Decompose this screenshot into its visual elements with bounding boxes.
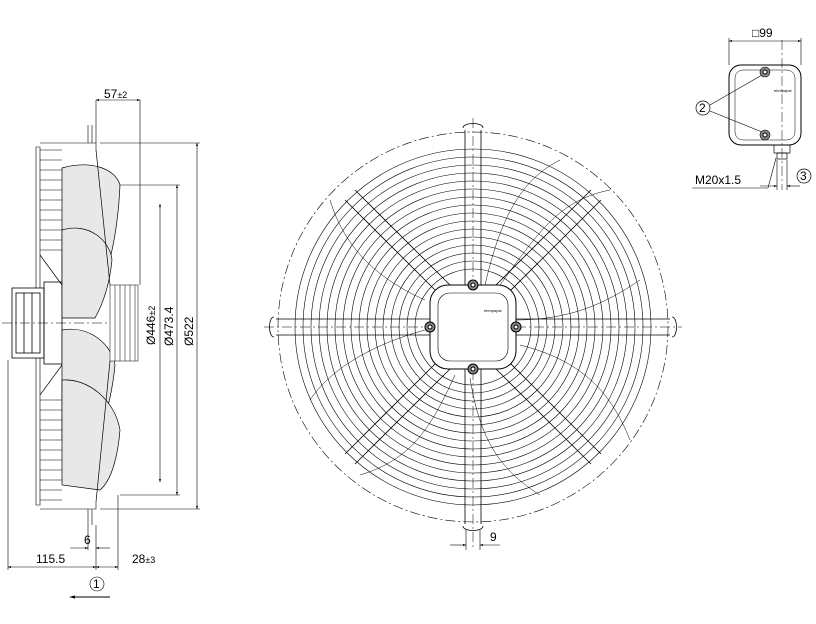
box-brand-label: ebmpapst [774, 88, 792, 93]
dim-522-label: Ø522 [182, 316, 196, 346]
callout-2-label: 2 [699, 101, 706, 115]
hub [424, 279, 522, 375]
dim-9-label: 9 [490, 530, 497, 544]
callout-1-circle [89, 576, 105, 592]
dim-28-label: 28±3 [132, 552, 155, 566]
gland-thread-label: M20x1.5 [695, 173, 741, 187]
front-view [264, 118, 682, 550]
front-dimensions [450, 530, 500, 550]
dim-446-label: Ø446±2 [144, 306, 158, 345]
side-view [2, 125, 140, 525]
callout-1-label: 1 [93, 577, 100, 591]
dim-115-label: 115.5 [36, 552, 65, 566]
rotor-fins [109, 284, 139, 362]
dim-57-label: 57±2 [104, 87, 127, 101]
struts-side [39, 149, 111, 503]
dim-99-label: □99 [752, 26, 773, 40]
terminal-box-view [692, 38, 812, 190]
dim-473-label: Ø473.4 [162, 306, 176, 346]
radial-struts [276, 130, 670, 524]
guard-side-bars [35, 125, 97, 525]
callout-3-label: 3 [800, 169, 807, 183]
front-blades [309, 159, 641, 496]
hub-brand-label: ebmpapst [484, 308, 502, 313]
side-dimensions [7, 98, 200, 599]
dim-6-label: 6 [84, 533, 91, 547]
